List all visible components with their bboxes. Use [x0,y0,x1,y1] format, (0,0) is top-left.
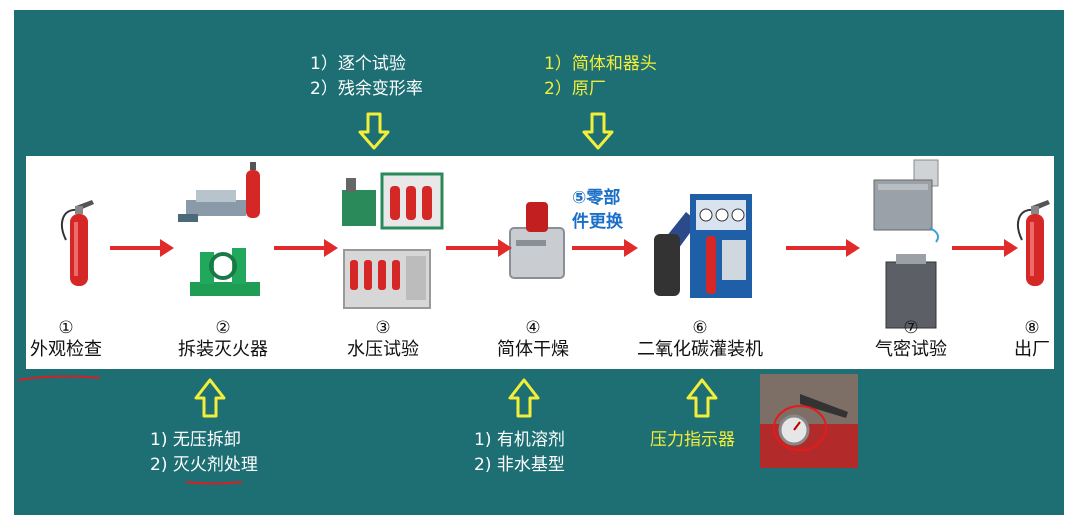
step-label: 二氧化碳灌装机 [637,339,763,360]
slide: 1）逐个试验 2）残余变形率 1）简体和器头 2）原厂 [14,10,1064,515]
replace-line: ⑤零部 [572,188,621,208]
pressure-indicator-note: 压力指示器 [650,430,735,450]
step-number: ⑧ [1024,318,1040,338]
disassembly-machine-icon [178,162,260,222]
hydraulic-test-machine-icon [343,249,431,309]
flow-arrow [786,239,860,257]
note-line: 1) 有机溶剂 [474,430,565,450]
drying-oven-icon [509,202,565,279]
note-line: 2）残余变形率 [310,79,423,99]
note-line: 1）简体和器头 [544,54,657,74]
flow-arrow [274,239,338,257]
step-number: ① [58,318,74,338]
parts-notes: 1）简体和器头 2）原厂 [544,52,657,102]
step-number: ⑦ [903,318,919,338]
flow-arrow [446,239,512,257]
pressure-gauge-photo [760,374,858,468]
step-label: 拆装灭火器 [178,339,268,360]
flow-arrow [110,239,174,257]
disassembly-notes: 1) 无压拆卸 2) 灭火剂处理 [150,428,258,478]
drying-notes: 1) 有机溶剂 2) 非水基型 [474,428,565,478]
down-arrow-icon [582,112,614,150]
note-line: 1）逐个试验 [310,54,406,74]
down-arrow-icon [358,112,390,150]
process-band: ⑤零部 件更换 ① 外观检查 ② 拆装灭火器 ③ 水压试验 ④ 简体干燥 ⑥ 二… [26,156,1054,369]
step-1: ① 外观检查 [26,318,106,362]
step-number: ② [215,318,231,338]
step-4: ④ 简体干燥 [488,318,578,362]
hydraulic-test-machine-icon [342,172,444,230]
replace-line: 件更换 [572,212,623,232]
step-number: ④ [525,318,541,338]
up-arrow-icon [686,378,718,418]
fire-extinguisher-icon [1017,200,1050,286]
underline-mark [17,375,101,381]
step-number: ③ [375,318,391,338]
step-label: 出厂 [1014,339,1050,360]
flow-arrow [572,239,638,257]
pressure-test-notes: 1）逐个试验 2）残余变形率 [310,52,423,102]
replace-step-label: ⑤零部 件更换 [572,186,623,234]
step-3: ③ 水压试验 [338,318,428,362]
note-line: 2) 非水基型 [474,455,565,475]
step-2: ② 拆装灭火器 [168,318,278,362]
step-8: ⑧ 出厂 [1010,318,1054,362]
underline-mark [185,481,243,485]
flow-arrow [952,239,1018,257]
airtight-test-tank-icon [873,159,939,243]
note-line: 1) 无压拆卸 [150,430,241,450]
up-arrow-icon [508,378,540,418]
note-line: 2）原厂 [544,79,606,99]
step-6: ⑥ 二氧化碳灌装机 [626,318,774,362]
co2-filling-machine-icon [654,194,752,298]
step-7: ⑦ 气密试验 [866,318,956,362]
step-label: 水压试验 [347,339,419,360]
fire-extinguisher-icon [61,200,94,286]
step-label: 简体干燥 [497,339,569,360]
airtight-test-tank-icon [885,254,937,329]
step-label: 气密试验 [875,339,947,360]
step-number: ⑥ [692,318,708,338]
up-arrow-icon [194,378,226,418]
note-line: 2) 灭火剂处理 [150,455,258,475]
step-label: 外观检查 [30,339,102,360]
disassembly-machine-icon [190,248,260,296]
